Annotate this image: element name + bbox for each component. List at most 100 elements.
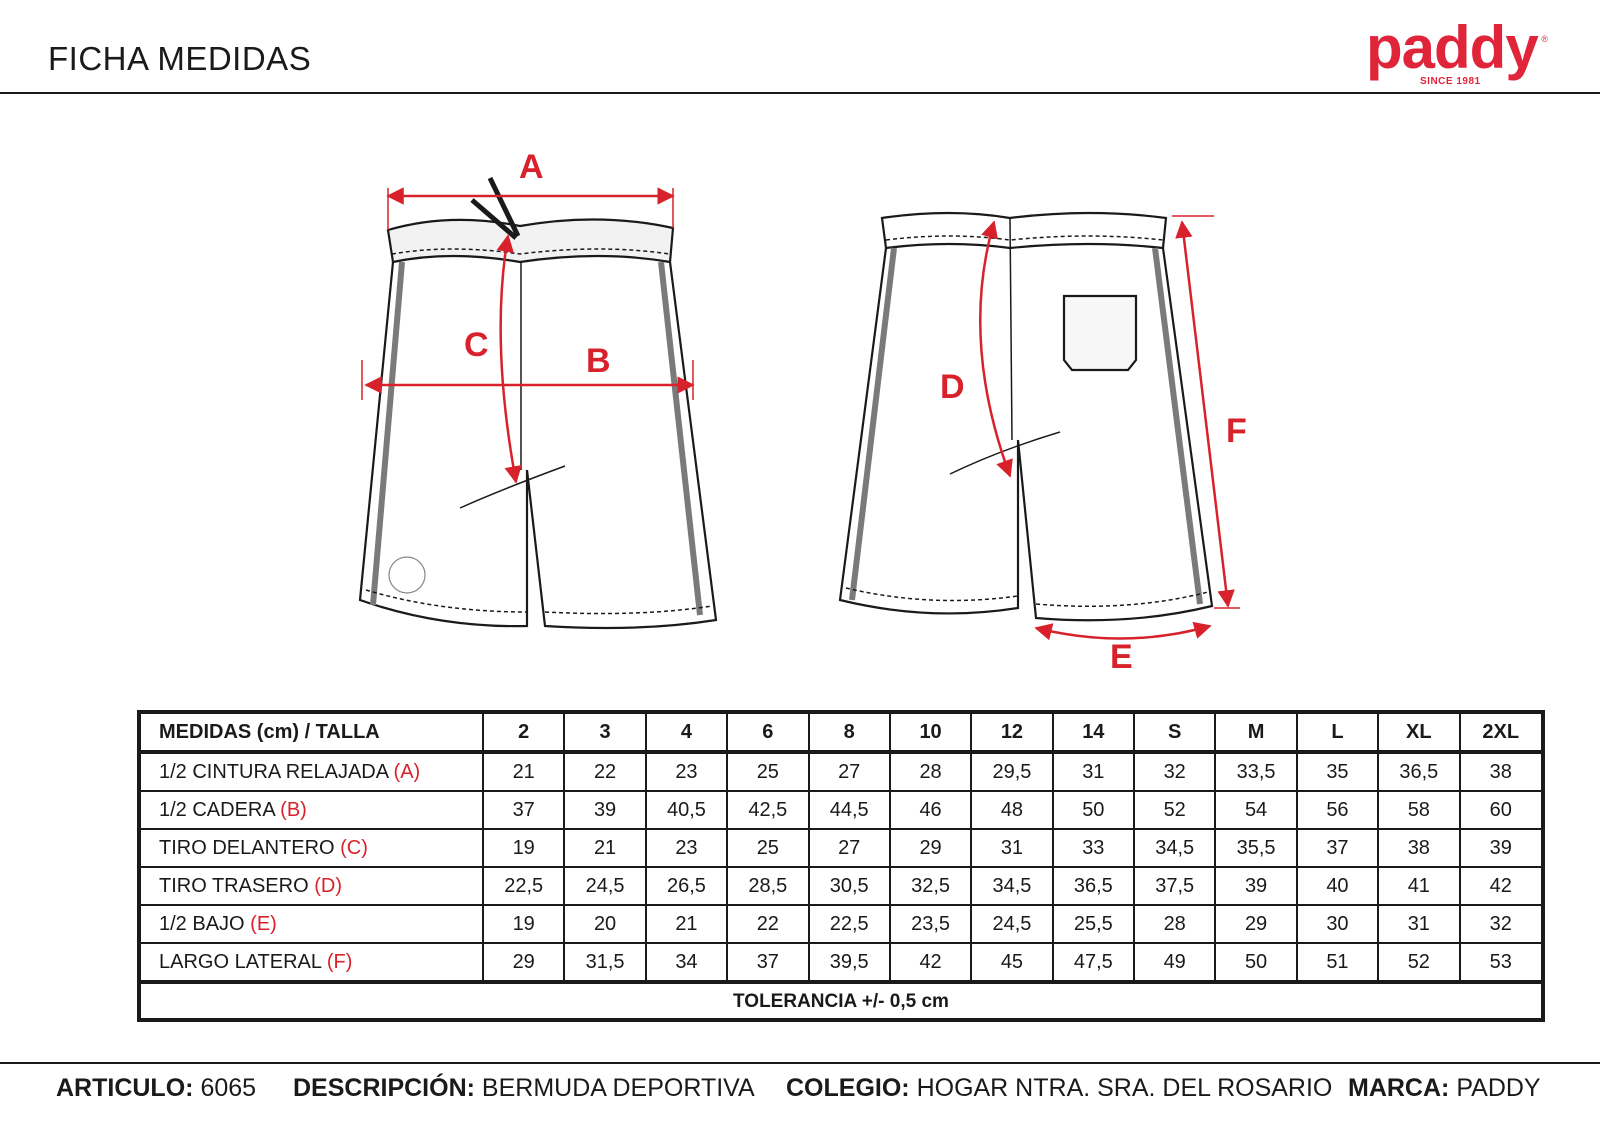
measurement-value-cell: 23,5 [888, 904, 973, 944]
measurement-value-cell: 42 [1458, 866, 1541, 906]
footer-descripcion: DESCRIPCIÓN: BERMUDA DEPORTIVA [293, 1074, 755, 1103]
measurement-value-cell: 41 [1377, 866, 1461, 906]
measurement-value-cell: 27 [807, 828, 891, 868]
measurement-value-cell: 25,5 [1051, 904, 1136, 944]
back-hem-stitch [845, 587, 1209, 608]
school-crest-icon [388, 556, 426, 594]
front-body-outline [358, 261, 718, 630]
articulo-value: 6065 [200, 1074, 257, 1102]
measurement-value-cell: 30,5 [807, 866, 891, 906]
measurement-value-cell: 29 [1214, 904, 1298, 944]
marca-value: PADDY [1456, 1074, 1541, 1102]
measurement-value-cell: 22,5 [481, 866, 566, 906]
descripcion-value: BERMUDA DEPORTIVA [481, 1074, 755, 1102]
drawstring-right [470, 198, 518, 240]
measurement-value-cell: 50 [1214, 942, 1298, 983]
front-waistband-top [386, 218, 675, 264]
dim-e-line [1034, 621, 1212, 641]
back-left-stripe [849, 247, 897, 601]
measurement-value-cell: 39,5 [807, 942, 891, 983]
size-header-cell: S [1132, 714, 1217, 754]
size-header-cell: M [1214, 714, 1298, 754]
size-header-cell: 3 [563, 714, 647, 754]
measurement-value-cell: 31 [1377, 904, 1461, 944]
tolerance-note: TOLERANCIA +/- 0,5 cm [141, 980, 1541, 1020]
footer-colegio: COLEGIO: HOGAR NTRA. SRA. DEL ROSARIO [786, 1074, 1332, 1103]
measurement-letter: (B) [280, 798, 307, 821]
logo-since: SINCE 1981 [1420, 76, 1481, 87]
measurement-value-cell: 52 [1132, 790, 1217, 830]
measurement-value-cell: 28 [888, 751, 973, 792]
measurement-value-cell: 42 [888, 942, 973, 983]
shorts-technical-drawing: A B C D E F [358, 148, 1247, 676]
measurement-value-cell: 39 [1458, 828, 1541, 868]
size-header-cell: 8 [807, 714, 891, 754]
size-header-cell: 10 [888, 714, 973, 754]
measurement-letter: (E) [250, 912, 277, 935]
measurement-value-cell: 34,5 [970, 866, 1054, 906]
measurement-value-cell: 60 [1458, 790, 1541, 830]
front-right-stripe [658, 261, 703, 616]
dim-label-b: B [586, 342, 611, 380]
measurement-value-cell: 28,5 [726, 866, 810, 906]
measurement-name: 1/2 CINTURA RELAJADA [159, 760, 388, 783]
header-divider [0, 92, 1600, 94]
front-crotch-fold [459, 465, 566, 509]
back-waistband [880, 211, 1168, 250]
measurement-label-cell: TIRO TRASERO (D) [141, 866, 484, 906]
measurement-value-cell: 54 [1214, 790, 1298, 830]
size-header-cell: XL [1377, 714, 1461, 754]
measurement-value-cell: 35 [1295, 751, 1380, 792]
measurement-value-cell: 31 [1051, 751, 1136, 792]
measurement-value-cell: 39 [1214, 866, 1298, 906]
measurement-value-cell: 32 [1132, 751, 1217, 792]
measurement-value-cell: 19 [481, 904, 566, 944]
back-waist-stitch [885, 235, 1164, 241]
measurement-label-cell: 1/2 CINTURA RELAJADA (A) [141, 751, 484, 792]
measurement-value-cell: 40,5 [644, 790, 729, 830]
dim-label-f: F [1226, 412, 1247, 450]
measurement-value-cell: 32,5 [888, 866, 973, 906]
marca-label: MARCA: [1348, 1074, 1450, 1102]
measurement-value-cell: 37 [1295, 828, 1380, 868]
measurement-value-cell: 21 [481, 751, 566, 792]
measurement-value-cell: 19 [481, 828, 566, 868]
measurement-letter: (D) [314, 874, 342, 897]
measurement-value-cell: 27 [807, 751, 891, 792]
measurement-value-cell: 29 [481, 942, 566, 983]
footer-articulo: ARTICULO: 6065 [56, 1074, 256, 1103]
size-header-cell: 6 [726, 714, 810, 754]
measurement-value-cell: 29,5 [970, 751, 1054, 792]
back-body-outline [838, 247, 1214, 622]
measurement-value-cell: 49 [1132, 942, 1217, 983]
back-pocket [1062, 294, 1138, 372]
measurement-value-cell: 23 [644, 751, 729, 792]
measurement-value-cell: 36,5 [1051, 866, 1136, 906]
measurement-value-cell: 22 [726, 904, 810, 944]
descripcion-label: DESCRIPCIÓN: [293, 1074, 475, 1102]
size-header-cell: 14 [1051, 714, 1136, 754]
measurement-letter: (F) [326, 950, 353, 973]
measurement-value-cell: 35,5 [1214, 828, 1298, 868]
measurement-value-cell: 52 [1377, 942, 1461, 983]
measurement-value-cell: 28 [1132, 904, 1217, 944]
measurement-name: TIRO TRASERO [159, 874, 315, 897]
measurement-value-cell: 37,5 [1132, 866, 1217, 906]
measurement-value-cell: 36,5 [1377, 751, 1461, 792]
measurement-value-cell: 33,5 [1214, 751, 1298, 792]
colegio-label: COLEGIO: [786, 1074, 910, 1102]
measurement-value-cell: 33 [1051, 828, 1136, 868]
measurement-value-cell: 20 [563, 904, 647, 944]
measurement-value-cell: 25 [726, 828, 810, 868]
measurement-value-cell: 21 [563, 828, 647, 868]
measurement-value-cell: 38 [1377, 828, 1461, 868]
articulo-label: ARTICULO: [56, 1074, 194, 1102]
measurement-label-cell: 1/2 BAJO (E) [141, 904, 484, 944]
back-crotch-fold [949, 431, 1061, 475]
measurement-value-cell: 23 [644, 828, 729, 868]
